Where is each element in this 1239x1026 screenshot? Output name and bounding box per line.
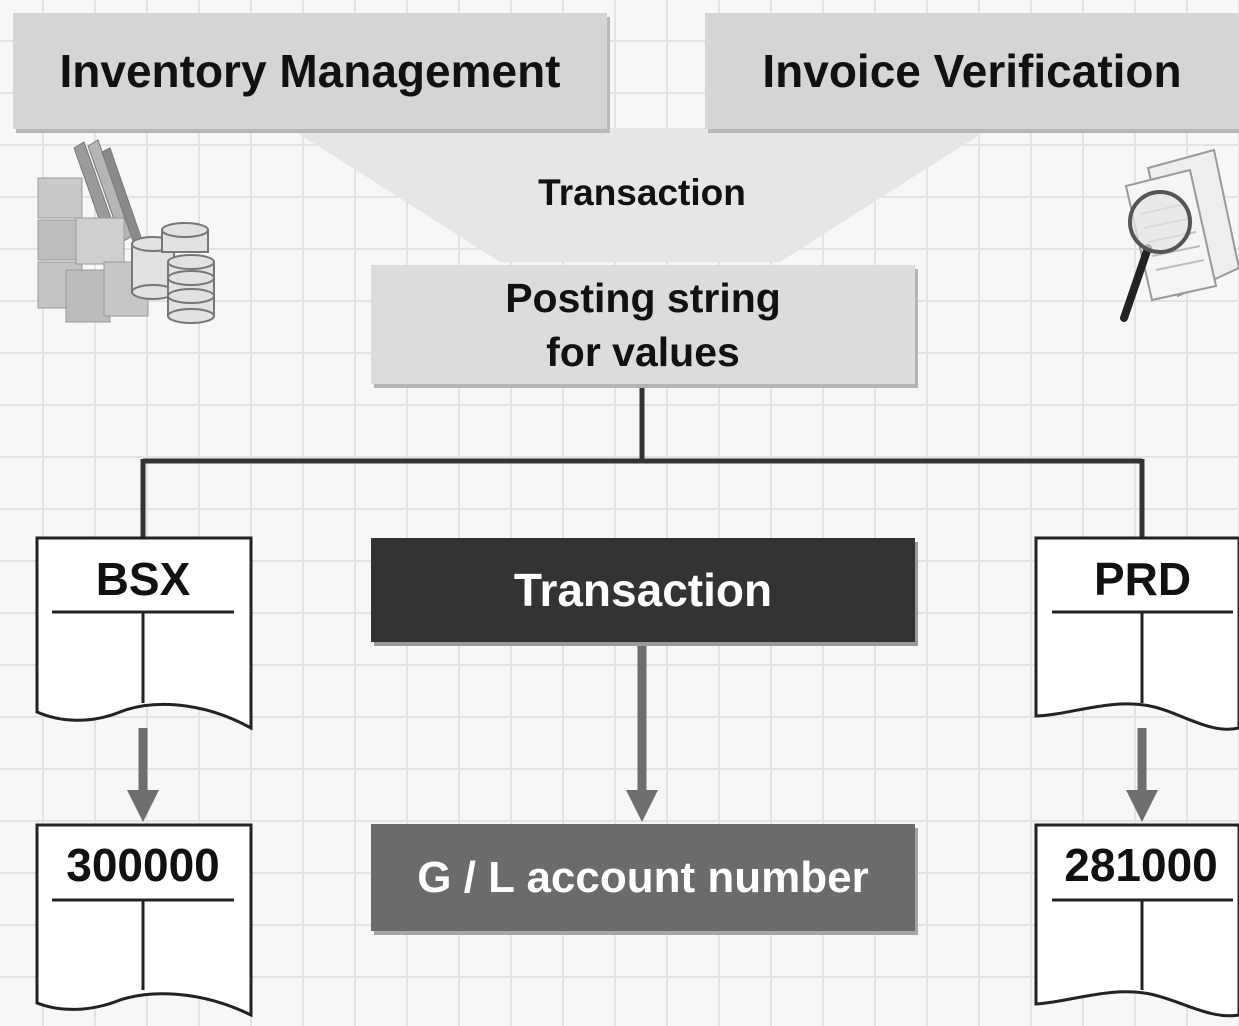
connector-lines bbox=[140, 386, 1145, 540]
account-281000-label: 281000 bbox=[1064, 839, 1218, 891]
account-300000-label: 300000 bbox=[66, 839, 220, 891]
arrow-prd bbox=[1126, 728, 1158, 822]
gl-account-number-box: G / L account number bbox=[371, 824, 915, 931]
magnifier-document-icon bbox=[1120, 148, 1239, 322]
transaction-box: Transaction bbox=[371, 538, 915, 642]
arrow-bsx bbox=[127, 728, 159, 822]
arrow-transaction bbox=[626, 643, 658, 822]
posting-string-box: Posting string for values bbox=[371, 265, 915, 384]
invoice-verification-box: Invoice Verification bbox=[705, 13, 1239, 129]
transaction-funnel bbox=[290, 128, 990, 262]
bsx-key-label: BSX bbox=[95, 553, 191, 605]
doc-281000 bbox=[1034, 823, 1239, 1018]
inventory-management-box: Inventory Management bbox=[13, 13, 607, 129]
warehouse-inventory-icon bbox=[37, 139, 215, 324]
invoice-verification-label: Invoice Verification bbox=[762, 45, 1182, 97]
transaction-label: Transaction bbox=[513, 564, 773, 616]
doc-bsx bbox=[35, 536, 253, 731]
gl-account-number-label: G / L account number bbox=[417, 852, 869, 902]
doc-prd bbox=[1034, 536, 1239, 731]
posting-string-line1: Posting string bbox=[505, 274, 781, 321]
inventory-management-label: Inventory Management bbox=[59, 45, 561, 97]
doc-300000 bbox=[35, 823, 253, 1018]
prd-key-label: PRD bbox=[1093, 553, 1192, 605]
funnel-transaction-label: Transaction bbox=[538, 172, 746, 213]
posting-string-line2: for values bbox=[546, 328, 740, 375]
